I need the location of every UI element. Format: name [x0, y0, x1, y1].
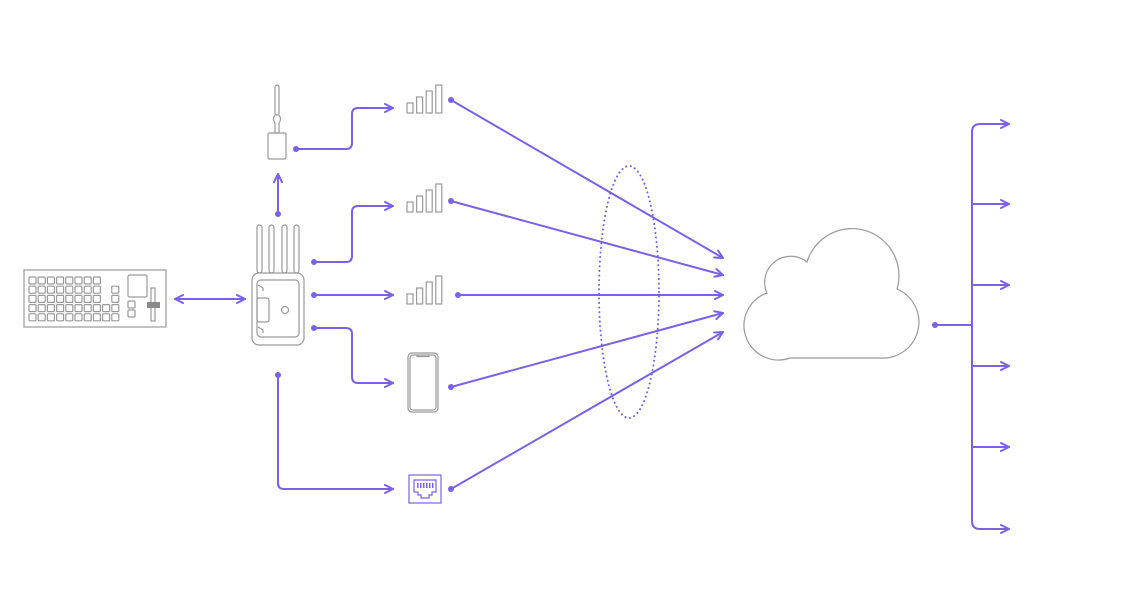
key: [28, 276, 37, 285]
signal-bar: [416, 287, 424, 305]
connection-dot: [275, 372, 281, 378]
signal-bar: [416, 195, 424, 213]
connection-dot: [448, 384, 454, 390]
connection-dot: [311, 325, 317, 331]
key: [101, 304, 111, 313]
key: [92, 294, 102, 303]
key: [92, 276, 102, 285]
cloud-icon: [743, 227, 920, 361]
ethernet-port-icon: [408, 474, 442, 504]
link-signal1-cloud: [450, 99, 724, 259]
key: [111, 285, 120, 294]
key: [74, 285, 83, 294]
key: [92, 313, 102, 322]
link-phone-cloud: [450, 310, 724, 388]
connection-dot: [448, 486, 454, 492]
cellular-signal-icon: [406, 84, 443, 114]
key: [74, 294, 83, 303]
key: [55, 285, 65, 294]
key: [83, 313, 92, 322]
connection-dot: [455, 292, 461, 298]
key: [46, 304, 56, 313]
connection-dot: [311, 292, 317, 298]
signal-bar: [435, 84, 443, 114]
key: [55, 313, 65, 322]
key: [65, 276, 74, 285]
key: [37, 276, 46, 285]
cellular-signal-icon: [406, 275, 443, 305]
key: [37, 304, 46, 313]
key: [28, 285, 37, 294]
distribution-bus: [971, 119, 1010, 534]
key: [46, 276, 56, 285]
connection-dot: [932, 322, 938, 328]
cellular-signal-icon: [406, 183, 443, 213]
signal-bar: [406, 102, 414, 114]
key: [46, 285, 56, 294]
signal-bar: [425, 90, 433, 114]
link-router-signal2: [313, 201, 394, 263]
key: [37, 285, 46, 294]
key: [83, 294, 92, 303]
connection-dot: [311, 259, 317, 265]
signal-bar: [425, 281, 433, 305]
bonding-ellipse-icon: [598, 165, 660, 419]
signal-bar: [435, 183, 443, 213]
key: [28, 313, 37, 322]
key: [65, 294, 74, 303]
connection-dot: [293, 146, 299, 152]
key: [74, 304, 83, 313]
key: [92, 304, 102, 313]
link-ethernet-cloud: [450, 331, 724, 490]
key: [74, 276, 83, 285]
key: [83, 276, 92, 285]
usb-modem-icon: [267, 84, 287, 160]
key: [83, 304, 92, 313]
connection-dot: [275, 211, 281, 217]
smartphone-icon: [407, 352, 439, 413]
key: [37, 313, 46, 322]
key: [65, 285, 74, 294]
signal-bar: [416, 96, 424, 114]
connection-dot: [448, 97, 454, 103]
link-signal2-cloud: [450, 200, 724, 278]
key: [111, 294, 120, 303]
signal-bar: [425, 189, 433, 213]
key: [111, 304, 120, 313]
signal-bar: [435, 275, 443, 305]
key: [46, 294, 56, 303]
link-router-ethernet: [277, 374, 394, 494]
key: [101, 313, 111, 322]
key: [55, 294, 65, 303]
key: [55, 276, 65, 285]
connection-dot: [448, 198, 454, 204]
keyboard-switcher-icon: [23, 269, 167, 328]
key: [111, 313, 120, 322]
signal-bar: [406, 293, 414, 305]
link-router-phone: [313, 327, 394, 388]
key: [65, 304, 74, 313]
key: [28, 304, 37, 313]
key: [74, 313, 83, 322]
transmitter-router-icon: [251, 224, 305, 346]
key: [55, 304, 65, 313]
key: [92, 285, 102, 294]
key: [65, 313, 74, 322]
key: [83, 285, 92, 294]
key: [37, 294, 46, 303]
connection-dots: [275, 97, 938, 492]
link-modem-signal1: [295, 103, 394, 150]
signal-bar: [406, 201, 414, 213]
key: [28, 294, 37, 303]
key: [46, 313, 56, 322]
